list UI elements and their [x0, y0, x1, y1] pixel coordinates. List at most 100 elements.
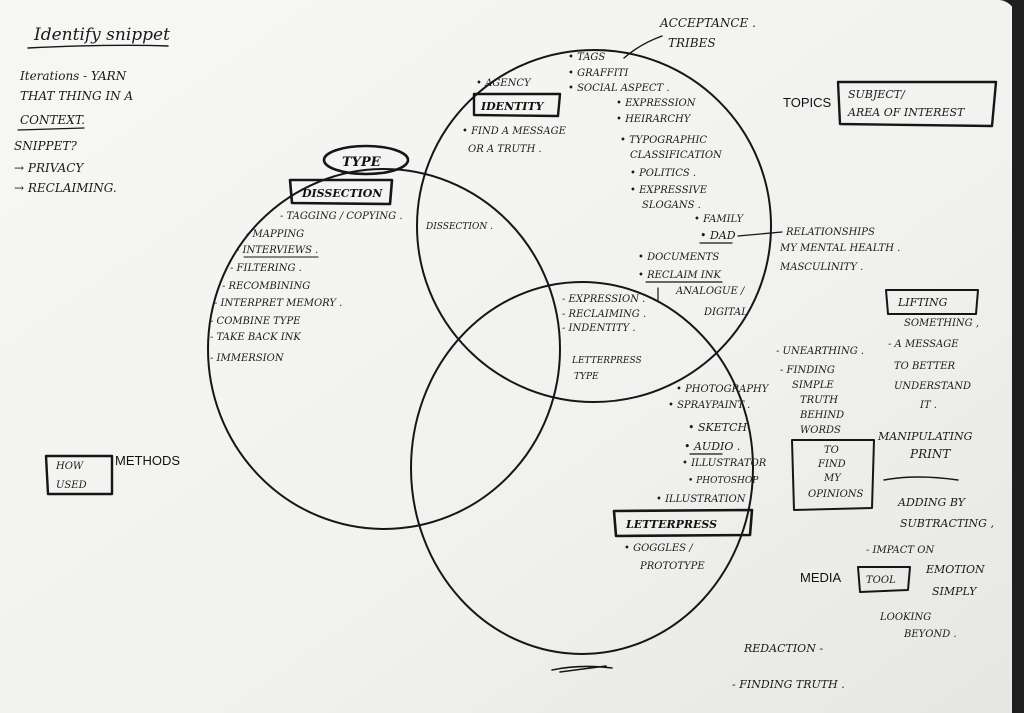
overlap-center: LETTERPRESS TYPE — [571, 356, 642, 382]
svg-text:- EXPRESSION .: - EXPRESSION . — [562, 294, 645, 305]
methods-content: - TAGGING / COPYING . - MAPPING - INTERV… — [210, 211, 403, 364]
overlap-topics-media: - EXPRESSION . - RECLAIMING . - INDENTIT… — [562, 294, 646, 334]
methods-circle — [207, 168, 561, 530]
svg-text:REDACTION -: REDACTION - — [743, 642, 823, 655]
svg-text:SIMPLY: SIMPLY — [932, 585, 978, 598]
lifting-box — [885, 289, 979, 315]
svg-text:EMOTION: EMOTION — [925, 563, 985, 576]
svg-text:- INDENTITY .: - INDENTITY . — [562, 323, 636, 334]
svg-text:BEYOND .: BEYOND . — [903, 629, 957, 640]
topics-box: SUBJECT/ AREA OF INTEREST — [836, 80, 998, 128]
svg-text:- MAPPING: - MAPPING — [246, 229, 304, 240]
svg-text:PROTOTYPE: PROTOTYPE — [639, 561, 705, 572]
topics-label: TOPICS — [783, 95, 831, 110]
svg-text:• DAD: • DAD — [700, 229, 736, 242]
svg-text:TOOL: TOOL — [866, 575, 896, 586]
media-box: TOOL — [857, 566, 911, 593]
opinions-box — [791, 439, 875, 511]
svg-text:- FINDING: - FINDING — [780, 365, 835, 376]
svg-text:• HEIRARCHY: • HEIRARCHY — [616, 114, 692, 125]
svg-text:SUBJECT/: SUBJECT/ — [848, 88, 906, 101]
media-content: • PHOTOGRAPHY • SPRAYPAINT . • SKETCH • … — [612, 384, 770, 572]
svg-text:AREA OF INTEREST: AREA OF INTEREST — [847, 106, 966, 119]
svg-text:CONTEXT.: CONTEXT. — [20, 113, 85, 127]
svg-text:DISSECTION: DISSECTION — [301, 187, 383, 200]
svg-text:• EXPRESSION: • EXPRESSION — [616, 98, 697, 109]
svg-text:• RECLAIM INK: • RECLAIM INK — [638, 270, 721, 281]
svg-text:• AUDIO .: • AUDIO . — [684, 440, 740, 453]
svg-text:TYPE: TYPE — [342, 155, 382, 170]
svg-text:LIFTING: LIFTING — [897, 296, 948, 309]
acceptance-note: ACCEPTANCE . TRIBES — [623, 16, 756, 59]
svg-text:- RECOMBINING: - RECOMBINING — [222, 281, 310, 292]
svg-text:→ RECLAIMING.: → RECLAIMING. — [14, 181, 117, 195]
svg-text:CLASSIFICATION: CLASSIFICATION — [630, 150, 723, 161]
svg-text:LETTERPRESS: LETTERPRESS — [625, 518, 717, 531]
svg-text:- FILTERING .: - FILTERING . — [230, 263, 302, 274]
svg-text:HOW: HOW — [55, 461, 84, 472]
svg-text:IT .: IT . — [919, 400, 937, 411]
identity-box — [472, 92, 562, 118]
svg-text:• TAGS: • TAGS — [568, 52, 605, 63]
svg-text:• GOGGLES /: • GOGGLES / — [624, 543, 694, 554]
svg-text:MY: MY — [823, 473, 842, 484]
svg-text:TO: TO — [824, 445, 839, 456]
svg-text:• DOCUMENTS: • DOCUMENTS — [638, 252, 719, 263]
heading-underline — [27, 44, 169, 49]
svg-text:- IMPACT ON: - IMPACT ON — [866, 545, 935, 556]
svg-text:ADDING BY: ADDING BY — [897, 496, 967, 509]
svg-text:BEHIND: BEHIND — [799, 410, 844, 421]
svg-text:WORDS: WORDS — [800, 425, 841, 436]
methods-label: METHODS — [115, 453, 180, 468]
svg-text:OPINIONS: OPINIONS — [808, 489, 864, 500]
svg-text:- INTERPRET MEMORY .: - INTERPRET MEMORY . — [214, 298, 342, 309]
topics-content: • AGENCY • TAGS • GRAFFITI • SOCIAL ASPE… — [462, 52, 900, 318]
svg-text:→ PRIVACY: → PRIVACY — [14, 161, 84, 175]
svg-text:LOOKING: LOOKING — [879, 612, 931, 623]
notebook-heading: Identify snippet — [33, 25, 170, 45]
svg-text:SUBTRACTING ,: SUBTRACTING , — [900, 517, 994, 530]
overlap-dissection: DISSECTION . — [425, 222, 493, 232]
svg-text:PRINT: PRINT — [909, 447, 951, 461]
svg-text:DIGITAL: DIGITAL — [703, 307, 748, 318]
svg-text:TO BETTER: TO BETTER — [894, 361, 956, 372]
svg-text:IDENTITY: IDENTITY — [480, 100, 545, 113]
svg-text:SNIPPET?: SNIPPET? — [14, 139, 77, 153]
svg-text:- TAKE BACK INK: - TAKE BACK INK — [210, 332, 301, 343]
svg-text:• FIND A MESSAGE: • FIND A MESSAGE — [462, 126, 567, 137]
svg-text:• FAMILY: • FAMILY — [694, 214, 745, 225]
svg-text:SOMETHING ,: SOMETHING , — [904, 318, 979, 329]
media-circle — [410, 281, 754, 655]
svg-text:- UNEARTHING .: - UNEARTHING . — [776, 346, 864, 357]
svg-text:• TYPOGRAPHIC: • TYPOGRAPHIC — [620, 135, 707, 146]
svg-text:• EXPRESSIVE: • EXPRESSIVE — [630, 185, 708, 196]
shadow-edge — [1012, 0, 1024, 713]
svg-text:• SKETCH: • SKETCH — [688, 421, 748, 434]
dissection-box: DISSECTION — [288, 178, 394, 206]
right-notes: - UNEARTHING . - FINDING SIMPLE TRUTH BE… — [732, 289, 994, 691]
svg-text:• GRAFFITI: • GRAFFITI — [568, 68, 629, 79]
svg-text:• PHOTOGRAPHY: • PHOTOGRAPHY — [676, 384, 770, 395]
svg-text:LETTERPRESS: LETTERPRESS — [571, 356, 642, 366]
methods-box: HOW USED — [44, 454, 114, 496]
svg-text:MY MENTAL HEALTH .: MY MENTAL HEALTH . — [779, 243, 900, 254]
svg-text:- INTERVIEWS .: - INTERVIEWS . — [236, 245, 318, 256]
svg-text:SIMPLE: SIMPLE — [792, 380, 834, 391]
svg-text:TYPE: TYPE — [574, 372, 599, 382]
svg-text:UNDERSTAND: UNDERSTAND — [894, 381, 971, 392]
svg-text:TRUTH: TRUTH — [800, 395, 838, 406]
svg-text:SLOGANS .: SLOGANS . — [642, 200, 701, 211]
svg-text:OR A TRUTH .: OR A TRUTH . — [468, 144, 542, 155]
svg-text:FIND: FIND — [817, 459, 846, 470]
svg-text:• ILLUSTRATION: • ILLUSTRATION — [656, 494, 747, 505]
venn-diagram — [207, 49, 772, 655]
media-label: MEDIA — [800, 570, 842, 585]
svg-text:• PHOTOSHOP: • PHOTOSHOP — [688, 476, 759, 486]
svg-text:TRIBES: TRIBES — [668, 36, 716, 50]
svg-text:• AGENCY: • AGENCY — [476, 78, 532, 89]
side-notes: Iterations - YARN THAT THING IN A CONTEX… — [14, 69, 133, 195]
svg-text:• POLITICS .: • POLITICS . — [630, 168, 696, 179]
svg-text:- TAGGING / COPYING .: - TAGGING / COPYING . — [280, 211, 403, 222]
svg-text:USED: USED — [56, 480, 87, 491]
